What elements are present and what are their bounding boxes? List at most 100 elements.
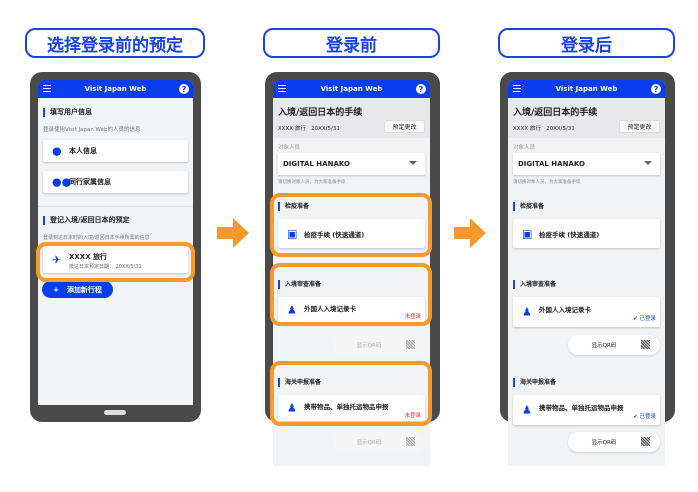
section-reservation: 登记入境/返回日本的预定 [43,216,130,225]
change-reservation-button[interactable]: 预定更改 [384,120,425,133]
status-label: 已登录 [639,414,656,420]
customs-officer-icon: ♟ [522,403,532,417]
trip-date: 抵达日本预定日期： 20XX/5/31 [69,264,142,270]
status-label: 已登录 [639,316,656,322]
status-unregistered: 未登录 [404,413,421,419]
trip-info: XXXX 旅行 20XX/5/31 [278,124,340,132]
target-label: 对象人员 [513,145,536,151]
section-customs: 海关申报准备 [278,378,321,387]
trip-info: XXXX 旅行 20XX/5/31 [513,124,575,132]
trip-name: XXXX 旅行 [513,126,541,132]
help-icon[interactable]: ? [416,84,426,94]
qr-label: 显示QR码 [591,440,617,446]
app-title: Visit Japan Web [320,85,383,93]
target-person-select[interactable]: DIGITAL HANAKO [278,153,425,175]
phone-screen-3: Visit Japan Web? 入境/返回日本的手续 XXXX 旅行 20XX… [508,80,665,466]
immigration-officer-icon: ♟ [522,305,532,319]
app-title: Visit Japan Web [84,85,147,93]
card-trip[interactable]: ✈ XXXX 旅行抵达日本预定日期： 20XX/5/31 [43,246,188,273]
section-quarantine: 检疫准备 [278,202,309,211]
highlight-trip [36,242,195,282]
help-icon[interactable]: ? [179,84,189,94]
airplane-icon: ✈ [52,253,62,266]
add-trip-button[interactable]: + 添加新行程 [42,281,113,298]
qr-label: 显示QR码 [356,440,382,446]
menu-icon[interactable] [43,85,51,92]
card-label: 检疫手续 (快速通道) [304,230,365,239]
status-unregistered: 未登录 [404,314,421,320]
section-quarantine: 检疫准备 [513,202,544,211]
highlight-quarantine [270,193,432,257]
card-label: 携带物品、单独托运物品申报 [539,404,624,412]
procedure-title: 入境/返回日本的手续 [278,108,363,118]
highlight-immigration [270,263,432,326]
card-label: 同行家属信息 [69,178,111,186]
app-title: Visit Japan Web [555,85,618,93]
card-family-info[interactable]: ●●同行家属信息 [43,171,188,193]
show-qr-button[interactable]: 显示QR码 [333,432,425,452]
qr-code-icon [406,340,415,349]
card-label: 携带物品、单独托运物品申报 [304,403,389,411]
target-note: 请切换对象人员，为大家准备手续 [513,180,581,185]
help-icon[interactable]: ? [651,84,661,94]
chevron-down-icon [409,161,417,169]
add-trip-label: 添加新行程 [66,285,102,294]
menu-icon[interactable] [278,85,286,92]
trip-name: XXXX 旅行 [278,126,306,132]
quarantine-icon: ▣ [522,227,533,240]
arrow-right-icon [217,218,249,248]
trip-name: XXXX 旅行 [69,253,108,261]
immigration-officer-icon: ♟ [287,303,297,316]
section-reservation-sub: 登录到达日本时的入境/返回日本手续所需的信息 [43,235,150,241]
card-immigration[interactable]: ♟ 外国人入境记录卡未登录 [278,297,425,322]
change-reservation-button[interactable]: 预定更改 [619,120,660,133]
person-icon: ● [52,144,62,158]
qr-label: 显示QR码 [356,343,382,349]
card-immigration[interactable]: ♟ 外国人入境记录卡 ✔ 已登录 [513,297,660,327]
people-icon: ●● [52,175,72,189]
status-registered: ✔ 已登录 [633,316,656,322]
target-note: 请切换对象人员，为大家准备手续 [278,180,346,185]
quarantine-icon: ▣ [287,227,298,240]
app-header: Visit Japan Web? [508,80,665,98]
divider [38,206,193,207]
qr-code-icon [641,340,650,349]
qr-code-icon [641,437,650,446]
card-label: 检疫手续 (快速通道) [539,230,600,239]
procedure-title: 入境/返回日本的手续 [513,108,598,118]
phone-screen-2: Visit Japan Web? 入境/返回日本的手续 XXXX 旅行 20XX… [273,80,430,466]
plus-icon: + [53,285,59,294]
show-qr-button[interactable]: 显示QR码 [568,335,660,355]
target-person-select[interactable]: DIGITAL HANAKO [513,153,660,175]
trip-date: 20XX/5/31 [546,126,575,132]
target-label: 对象人员 [278,145,301,151]
qr-label: 显示QR码 [591,343,617,349]
card-label: 外国人入境记录卡 [539,306,591,314]
title-select-reservation: 选择登录前的预定 [25,28,205,58]
highlight-customs [270,361,432,426]
card-customs[interactable]: ♟ 携带物品、单独托运物品申报未登录 [278,395,425,421]
app-header: Visit Japan Web? [38,80,193,98]
section-customs: 海关申报准备 [513,378,556,387]
card-customs[interactable]: ♟携带物品、单独托运物品申报✔ 已登录 [513,395,660,425]
customs-officer-icon: ♟ [287,401,297,415]
title-after-login: 登录后 [498,28,675,58]
show-qr-button[interactable]: 显示QR码 [568,432,660,452]
app-header: Visit Japan Web? [273,80,430,98]
title-before-login: 登录前 [263,28,440,58]
arrow-right-icon [454,218,486,248]
card-label: 外国人入境记录卡 [304,305,356,313]
card-self-info[interactable]: ● 本人信息 [43,140,188,162]
card-quarantine[interactable]: ▣ 检疫手续 (快速通道) [513,219,660,248]
target-value: DIGITAL HANAKO [518,160,585,168]
section-user-info: 填写用户信息 [43,108,92,117]
menu-icon[interactable] [513,85,521,92]
section-immigration: 入境审查准备 [278,280,321,289]
card-quarantine[interactable]: ▣ 检疫手续 (快速通道) [278,219,425,248]
show-qr-button[interactable]: 显示QR码 [333,335,425,355]
trip-date: 20XX/5/31 [311,126,340,132]
qr-code-icon [406,437,415,446]
card-label: 本人信息 [69,147,97,155]
section-user-info-sub: 登录使用Visit Japan Web的人员的信息 [43,127,141,133]
home-button[interactable] [104,410,126,415]
